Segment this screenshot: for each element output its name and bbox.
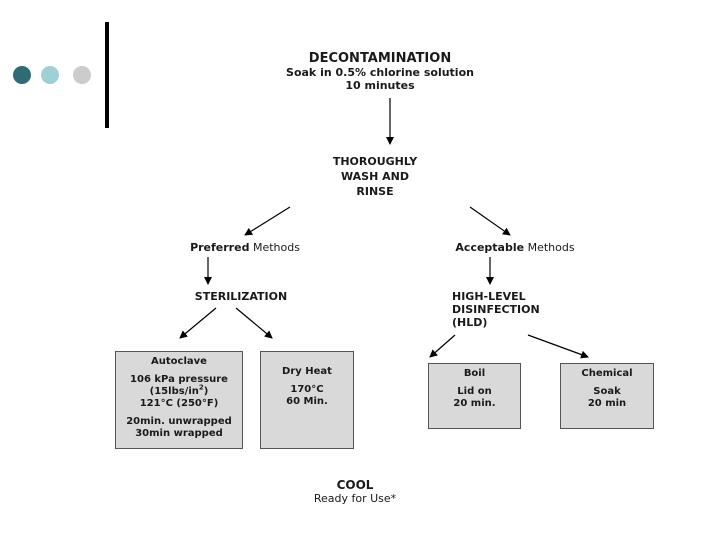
cool-title: COOL bbox=[336, 478, 374, 492]
autoclave-box: Autoclave 106 kPa pressure (15lbs/in2) 1… bbox=[115, 351, 243, 449]
decorative-vertical-bar bbox=[105, 22, 109, 128]
decontamination-instruction: Soak in 0.5% chlorine solution bbox=[286, 66, 474, 79]
acceptable-methods-label: Acceptable Methods bbox=[455, 241, 575, 254]
autoclave-title: Autoclave bbox=[151, 356, 207, 367]
decontamination-duration: 10 minutes bbox=[345, 79, 415, 92]
ready-for-use-label: Ready for Use* bbox=[313, 492, 397, 505]
decorative-dot-dark bbox=[13, 66, 31, 84]
hld-label: HIGH-LEVEL DISINFECTION (HLD) bbox=[452, 290, 540, 329]
dry-heat-box: Dry Heat 170°C 60 Min. bbox=[260, 351, 354, 449]
preferred-methods-label: Preferred Methods bbox=[190, 241, 300, 254]
wash-rinse-step: THOROUGHLY WASH AND RINSE bbox=[332, 155, 418, 198]
dry-heat-title: Dry Heat bbox=[282, 366, 332, 377]
decorative-dot-grey bbox=[73, 66, 91, 84]
arrow-wash-to-acceptable bbox=[469, 206, 511, 236]
arrow-hld-to-boil bbox=[429, 334, 456, 358]
sterilization-label: STERILIZATION bbox=[194, 290, 288, 303]
boil-box: Boil Lid on 20 min. bbox=[428, 363, 521, 429]
decontamination-title: DECONTAMINATION bbox=[308, 51, 452, 66]
arrow-wash-to-preferred bbox=[244, 206, 291, 236]
arrow-hld-to-chemical bbox=[527, 334, 589, 359]
chemical-box: Chemical Soak 20 min bbox=[560, 363, 654, 429]
arrow-sterilization-to-dryheat bbox=[235, 307, 273, 339]
decorative-dot-light bbox=[41, 66, 59, 84]
arrow-sterilization-to-autoclave bbox=[179, 307, 217, 339]
chemical-title: Chemical bbox=[581, 368, 633, 379]
boil-title: Boil bbox=[463, 368, 486, 379]
